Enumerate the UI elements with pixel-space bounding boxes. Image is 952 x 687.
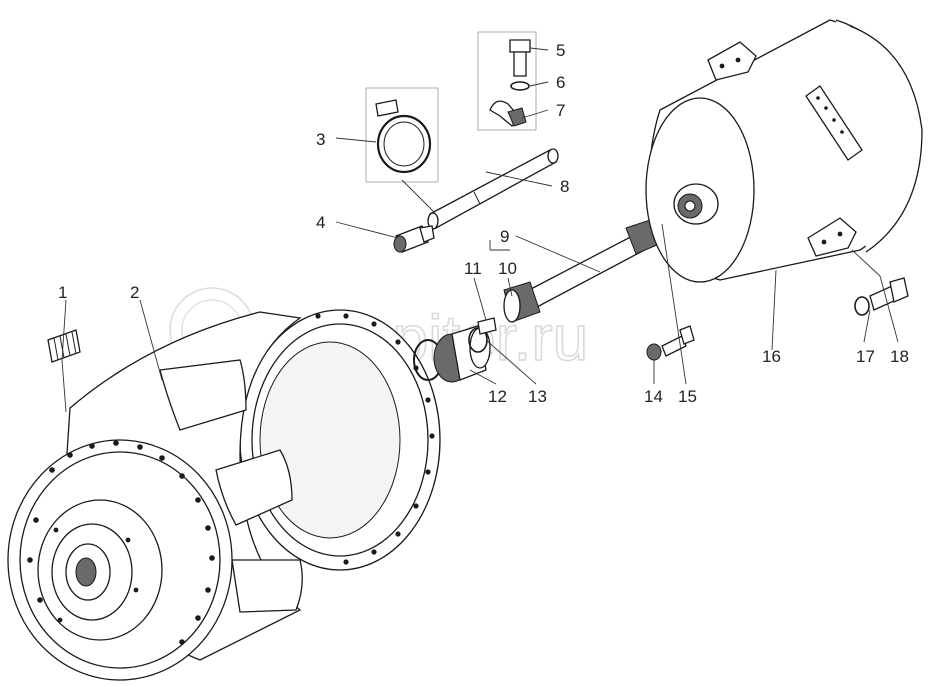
callout-10: 10 [498, 259, 517, 278]
callout-1: 1 [58, 283, 67, 302]
part-13-small-ring[interactable] [468, 327, 488, 353]
part-2-housing[interactable] [7, 309, 441, 681]
callout-15: 15 [678, 387, 697, 406]
callout-9: 9 [500, 227, 509, 246]
leader-lines [61, 47, 899, 413]
callout-7: 7 [556, 101, 565, 120]
front-flange-bolt-holes [27, 440, 215, 645]
callout-13: 13 [528, 387, 547, 406]
part-16-drum-housing[interactable] [645, 19, 923, 283]
callout-5: 5 [556, 41, 565, 60]
callout-labels: 1 2 3 4 5 6 7 8 9 10 11 12 13 14 15 16 1… [58, 41, 909, 406]
callout-3: 3 [316, 130, 325, 149]
callout-6: 6 [556, 73, 565, 92]
part-14-nut[interactable] [646, 343, 662, 361]
part-7-clamp[interactable] [489, 100, 527, 127]
part-12-splined-gear[interactable] [433, 325, 491, 383]
callout-14: 14 [644, 387, 663, 406]
part-5-bolt[interactable] [509, 39, 531, 77]
part-8-tube[interactable] [427, 148, 559, 230]
callout-17: 17 [856, 347, 875, 366]
callout-8: 8 [560, 177, 569, 196]
callout-12: 12 [488, 387, 507, 406]
callout-11: 11 [464, 259, 482, 278]
callout-2: 2 [130, 283, 139, 302]
callout-16: 16 [762, 347, 781, 366]
part-18-bolt[interactable] [869, 277, 909, 311]
part-1-stud[interactable] [47, 329, 81, 363]
part-6-washer[interactable] [510, 81, 530, 91]
callout-4: 4 [316, 213, 325, 232]
part-17-washer[interactable] [854, 296, 870, 316]
kit-box-3 [365, 87, 439, 183]
part-4-fitting[interactable] [393, 225, 435, 253]
part-3-hose-clamp[interactable] [375, 99, 432, 174]
part-11-plug[interactable] [477, 317, 497, 335]
kit-box-5-7 [477, 31, 537, 131]
callout-18: 18 [890, 347, 909, 366]
